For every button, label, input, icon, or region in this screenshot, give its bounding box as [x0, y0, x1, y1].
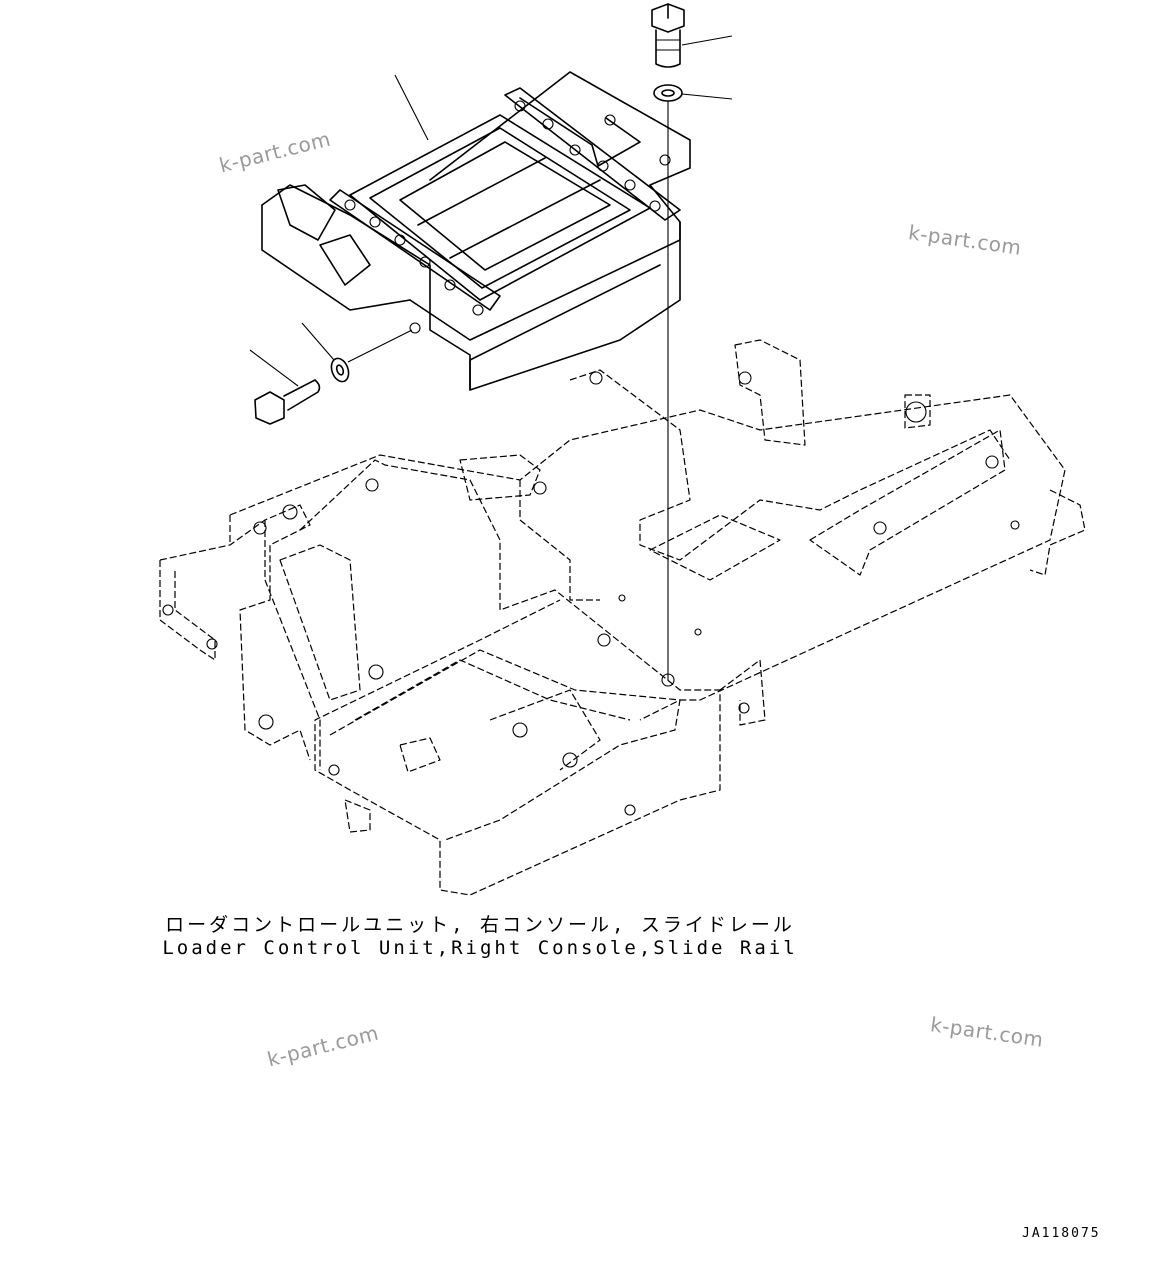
console-bracket — [261, 71, 691, 391]
leader-washer-side — [301, 322, 335, 361]
drawing-code: JA118075 — [1022, 1226, 1101, 1241]
side-axis — [347, 329, 413, 363]
leader-bolt-top — [681, 35, 733, 46]
frame-holes — [162, 371, 1020, 816]
console-holes — [344, 100, 671, 334]
leader-washer-top — [681, 93, 733, 100]
caption-english: Loader Control Unit,Right Console,Slide … — [162, 937, 798, 959]
floor-frame — [159, 339, 1086, 896]
leader-bolt-side — [249, 349, 299, 387]
bolt-side — [254, 379, 321, 425]
caption-japanese: ローダコントロールユニット, 右コンソール, スライドレール — [165, 914, 795, 936]
washer-side — [330, 357, 350, 383]
bolt-top — [651, 3, 685, 68]
washer-top — [653, 84, 683, 102]
leader-console — [394, 74, 429, 141]
